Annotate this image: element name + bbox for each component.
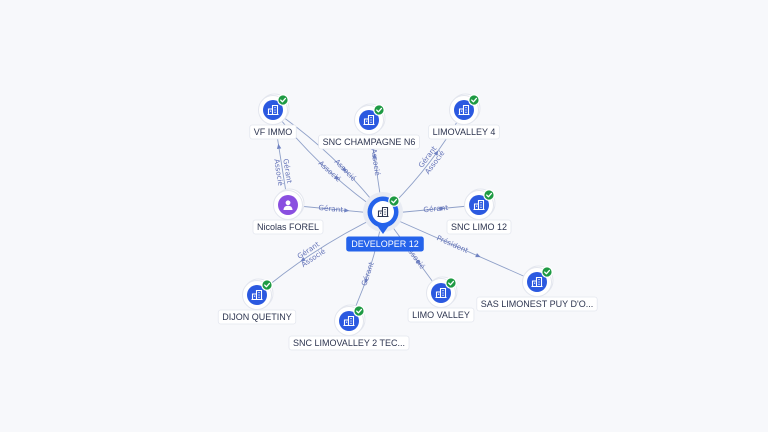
node-label-text: Nicolas FOREL (257, 222, 319, 232)
edge-arrow-icon (333, 175, 340, 181)
building-icon (343, 315, 355, 327)
verified-check-icon (261, 279, 273, 291)
building-icon (267, 104, 279, 116)
node-label-snc-limo-12[interactable]: SNC LIMO 12 (446, 219, 512, 235)
edge-center-sas-limonest (382, 213, 538, 283)
node-label-box (252, 219, 324, 235)
building-icon (377, 206, 389, 218)
node-label-snc-champagne-n6[interactable]: SNC CHAMPAGNE N6 (318, 134, 420, 150)
edge-label: Gérant (318, 203, 344, 214)
edge-arrow-icon (439, 206, 445, 211)
node-label-text: LIMO VALLEY (412, 310, 470, 320)
edge-arrow-icon (415, 259, 421, 265)
node-snc-limo-12[interactable]: SNC LIMO 12 (446, 188, 512, 235)
edge-arrow-icon (276, 143, 282, 150)
edge-label: Gérant (423, 203, 449, 214)
verified-check-icon (373, 104, 385, 116)
node-label-text: SNC LIMOVALLEY 2 TEC... (293, 338, 405, 348)
edge-label: Gérant (281, 158, 294, 184)
edge-label: Associé (369, 148, 382, 177)
node-label-box (249, 124, 297, 140)
building-icon (473, 199, 485, 211)
edge-label: Président (435, 233, 469, 255)
building-icon (363, 114, 375, 126)
verified-check-icon (541, 266, 553, 278)
node-center[interactable]: DEVELOPER 12 (346, 192, 424, 252)
verified-check-icon (483, 189, 495, 201)
edge-label: Associé (272, 158, 285, 187)
node-sas-limonest[interactable]: SAS LIMONEST PUY D'O... (476, 265, 598, 312)
verified-check-icon (277, 94, 289, 106)
edge-arrow-icon (372, 153, 377, 159)
edge-arrow-icon (341, 166, 347, 173)
node-snc-champagne-n6[interactable]: SNC CHAMPAGNE N6 (318, 103, 420, 150)
verified-check-icon (388, 195, 400, 207)
edge-arrow-icon (475, 253, 481, 258)
node-label-text: DIJON QUETINY (222, 312, 292, 322)
node-limovalley-4[interactable]: LIMOVALLEY 4 (428, 93, 500, 140)
edge-label: Gérant (359, 261, 375, 287)
edge-arrow-icon (364, 278, 369, 284)
node-vf-immo[interactable]: VF IMMO (249, 93, 297, 140)
node-label-text: SAS LIMONEST PUY D'O... (481, 299, 593, 309)
center-label-text: DEVELOPER 12 (351, 239, 419, 249)
building-icon (435, 287, 447, 299)
building-icon (458, 104, 470, 116)
nodes-layer: VF IMMO SNC CHAMPAGNE N6 LIMOVALLEY 4 Nicol… (217, 93, 598, 351)
verified-check-icon (445, 277, 457, 289)
node-label-vf-immo[interactable]: VF IMMO (249, 124, 297, 140)
person-icon (283, 200, 293, 210)
node-label-box (476, 296, 598, 312)
node-label-dijon-quetiny[interactable]: DIJON QUETINY (217, 309, 297, 325)
building-icon (251, 289, 263, 301)
edge-arrow-icon (344, 208, 350, 213)
node-label-box (217, 309, 297, 325)
node-label-text: SNC CHAMPAGNE N6 (323, 137, 416, 147)
node-label-text: SNC LIMO 12 (451, 222, 507, 232)
verified-check-icon (353, 305, 365, 317)
node-label-limo-valley[interactable]: LIMO VALLEY (407, 307, 475, 323)
center-pin-tip (376, 224, 390, 234)
center-label-box (346, 236, 424, 252)
node-label-text: VF IMMO (254, 127, 293, 137)
node-label-sas-limonest[interactable]: SAS LIMONEST PUY D'O... (476, 296, 598, 312)
node-label-box (407, 307, 475, 323)
building-icon (531, 276, 543, 288)
node-label-box (318, 134, 420, 150)
edge-arrow-icon (300, 256, 306, 262)
node-label-nicolas-forel[interactable]: Nicolas FOREL (252, 219, 324, 235)
node-label-box (428, 124, 500, 140)
node-label-snc-limovalley-2[interactable]: SNC LIMOVALLEY 2 TEC... (288, 335, 410, 351)
node-dijon-quetiny[interactable]: DIJON QUETINY (217, 278, 297, 325)
node-snc-limovalley-2[interactable]: SNC LIMOVALLEY 2 TEC... (288, 304, 410, 351)
edge-arrow-icon (433, 150, 439, 156)
node-label-box (288, 335, 410, 351)
node-label-limovalley-4[interactable]: LIMOVALLEY 4 (428, 124, 500, 140)
node-label-box (446, 219, 512, 235)
center-label[interactable]: DEVELOPER 12 (346, 236, 424, 252)
node-nicolas-forel[interactable]: Nicolas FOREL (252, 188, 324, 235)
node-label-text: LIMOVALLEY 4 (433, 127, 496, 137)
verified-check-icon (468, 94, 480, 106)
node-limo-valley[interactable]: LIMO VALLEY (407, 276, 475, 323)
